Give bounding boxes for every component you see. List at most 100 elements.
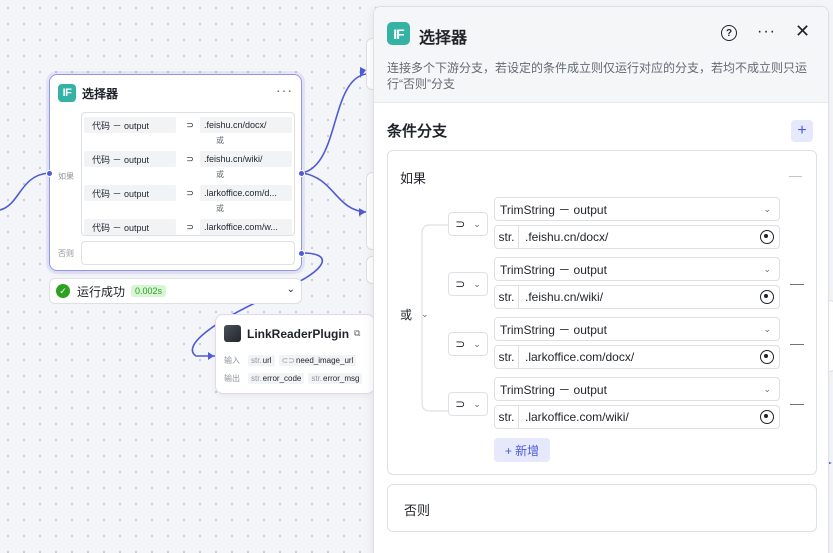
more-icon[interactable]: ··· [276, 82, 293, 98]
remove-condition-icon[interactable]: — [790, 335, 804, 351]
type-label: str. [495, 286, 519, 308]
if-icon: IF [387, 22, 410, 45]
condition-row: 代码 － output ⊃ .larkoffice.com/w... [82, 219, 294, 235]
else-branch-box [81, 241, 295, 265]
condition-left: 代码 － output [84, 117, 176, 133]
chevron-down-icon: ⌄ [473, 218, 481, 229]
selector-config-panel: IF 选择器 ? ··· ✕ 连接多个下游分支，若设定的条件成立则仅运行对应的分… [373, 6, 829, 553]
contains-icon: ⊃ [186, 221, 194, 232]
remove-condition-icon[interactable]: — [790, 395, 804, 411]
selector-node[interactable]: IF 选择器 ··· 如果 代码 － output ⊃ .feishu.cn/d… [46, 74, 305, 271]
condition-value-input[interactable]: str..larkoffice.com/docx/ [494, 345, 780, 369]
else-branch-label: 否则 [404, 503, 431, 518]
operator-select[interactable]: ⊃⌄ [448, 212, 488, 236]
contains-icon: ⊃ [186, 153, 194, 164]
target-icon[interactable] [760, 410, 774, 424]
condition-left-select[interactable]: TrimString － output⌄ [494, 197, 780, 221]
panel-header: IF 选择器 ? ··· ✕ 连接多个下游分支，若设定的条件成立则仅运行对应的分… [374, 7, 828, 103]
condition-left-select[interactable]: TrimString － output⌄ [494, 317, 780, 341]
if-label: 如果 [58, 172, 74, 181]
if-branch-label: 如果 [400, 171, 427, 186]
logic-value: 或 [400, 308, 413, 322]
chevron-down-icon: ⌄ [763, 203, 771, 214]
run-status-bar[interactable]: ✓ 运行成功 0.002s ⌄ [49, 278, 302, 304]
input-tag-url: str.url [248, 355, 275, 366]
contains-icon: ⊃ [186, 119, 194, 130]
input-port[interactable] [46, 170, 53, 177]
chevron-down-icon: ⌄ [473, 278, 481, 289]
more-icon[interactable]: ··· [757, 23, 776, 40]
condition-list: 代码 － output ⊃ .feishu.cn/docx/ 或 代码 － ou… [81, 112, 295, 236]
condition-row: 代码 － output ⊃ .feishu.cn/wiki/ [82, 151, 294, 167]
else-label: 否则 [58, 249, 74, 258]
else-output-port[interactable] [298, 250, 305, 257]
remove-condition-icon[interactable]: — [790, 275, 804, 291]
chevron-down-icon: ⌄ [763, 383, 771, 394]
condition-left: 代码 － output [84, 219, 176, 235]
chevron-down-icon: ⌄ [421, 309, 429, 319]
add-condition-button[interactable]: + 新增 [494, 438, 550, 462]
panel-description: 连接多个下游分支，若设定的条件成立则仅运行对应的分支，若均不成立则只运行“否则”… [387, 61, 808, 91]
or-label: 或 [216, 170, 224, 179]
logic-select[interactable]: 或 ⌄ [400, 306, 429, 323]
input-label: 输入 [224, 356, 240, 365]
condition-value-input[interactable]: str..feishu.cn/wiki/ [494, 285, 780, 309]
or-label: 或 [216, 136, 224, 145]
chevron-down-icon: ⌄ [473, 338, 481, 349]
selector-node-header: IF 选择器 ··· [58, 83, 293, 103]
or-label: 或 [216, 204, 224, 213]
target-icon[interactable] [760, 230, 774, 244]
plugin-inputs: 输入 str.url ⊂⊃need_image_url [224, 355, 360, 366]
run-time-badge: 0.002s [131, 285, 167, 297]
condition-right: .feishu.cn/docx/ [200, 117, 292, 133]
target-icon[interactable] [760, 350, 774, 364]
condition-right: .feishu.cn/wiki/ [200, 151, 292, 167]
condition-value-input[interactable]: str..larkoffice.com/wiki/ [494, 405, 780, 429]
else-branch-card: 否则 [387, 484, 817, 532]
close-icon[interactable]: ✕ [795, 21, 811, 41]
contains-icon: ⊃ [186, 187, 194, 198]
add-branch-button[interactable]: + [791, 120, 813, 142]
if-branch-card: 如果 — 或 ⌄ ⊃⌄ TrimString － output⌄ str..fe… [387, 150, 817, 475]
condition-right: .larkoffice.com/d... [200, 185, 292, 201]
condition-left: 代码 － output [84, 185, 176, 201]
condition-left-select[interactable]: TrimString － output⌄ [494, 257, 780, 281]
collapse-icon[interactable]: — [789, 168, 802, 183]
type-label: str. [495, 406, 519, 428]
condition-row: 代码 － output ⊃ .feishu.cn/docx/ [82, 117, 294, 133]
chevron-down-icon: ⌄ [763, 263, 771, 274]
input-tag-need-image-url: ⊂⊃need_image_url [278, 355, 357, 366]
condition-row: 代码 － output ⊃ .larkoffice.com/d... [82, 185, 294, 201]
link-reader-plugin-node[interactable]: LinkReaderPlugin ⧉ 输入 str.url ⊂⊃need_ima… [215, 314, 375, 394]
output-label: 输出 [224, 374, 240, 383]
type-label: str. [495, 346, 519, 368]
condition-value-input[interactable]: str..feishu.cn/docx/ [494, 225, 780, 249]
chevron-down-icon: ⌄ [763, 323, 771, 334]
chevron-down-icon: ⌄ [473, 398, 481, 409]
if-output-port[interactable] [298, 170, 305, 177]
plugin-title: LinkReaderPlugin [247, 326, 350, 341]
panel-title: 选择器 [419, 30, 468, 47]
if-icon: IF [58, 84, 76, 102]
help-icon[interactable]: ? [721, 25, 737, 41]
condition-right: .larkoffice.com/w... [200, 219, 292, 235]
plugin-header: LinkReaderPlugin ⧉ [224, 325, 360, 342]
output-tag-error-code: str.error_code [248, 373, 305, 384]
chevron-down-icon[interactable]: ⌄ [286, 284, 295, 295]
operator-select[interactable]: ⊃⌄ [448, 332, 488, 356]
operator-select[interactable]: ⊃⌄ [448, 392, 488, 416]
run-status-text: 运行成功 [77, 284, 126, 299]
plugin-icon [224, 325, 241, 342]
condition-left: 代码 － output [84, 151, 176, 167]
type-label: str. [495, 226, 519, 248]
edit-icon[interactable]: ⧉ [354, 328, 361, 338]
logic-bracket [421, 224, 448, 412]
plugin-outputs: 输出 str.error_code str.error_msg [224, 373, 366, 384]
operator-select[interactable]: ⊃⌄ [448, 272, 488, 296]
target-icon[interactable] [760, 290, 774, 304]
section-title: 条件分支 [387, 123, 448, 140]
selector-node-title: 选择器 [82, 86, 119, 101]
output-tag-error-msg: str.error_msg [308, 373, 363, 384]
condition-left-select[interactable]: TrimString － output⌄ [494, 377, 780, 401]
